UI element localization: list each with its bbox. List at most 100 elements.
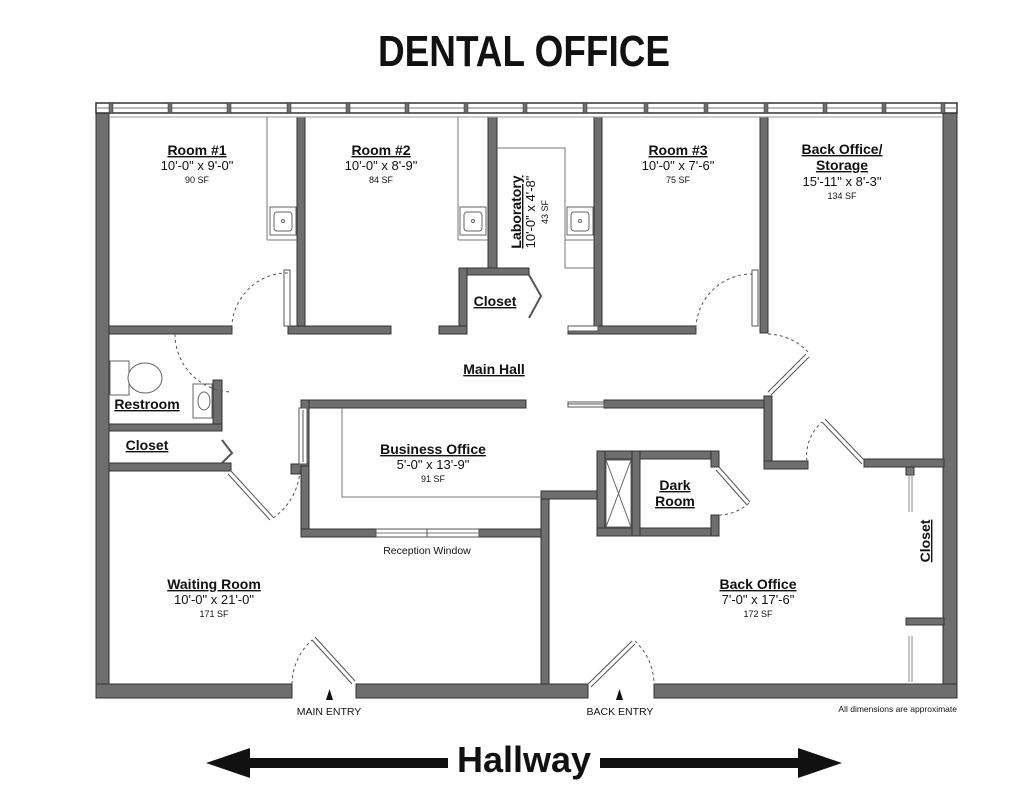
back-entry-label: BACK ENTRY: [587, 706, 654, 718]
wall-darkroom-connector: [540, 490, 606, 500]
wall-lab-room3: [593, 116, 603, 333]
wall-closet-right-left: [905, 466, 915, 476]
wall-closet-right-shelf: [905, 617, 945, 626]
room-labels: Room #1 10'-0" x 9'-0" 90 SF Room #2 10'…: [114, 141, 933, 619]
window-mullion: [763, 102, 769, 114]
sink-room1-icon: [269, 206, 297, 236]
window-mullion: [286, 102, 292, 114]
closet-right-name: Closet: [917, 519, 933, 562]
wall-business-bottom-left: [300, 528, 377, 538]
wall-restroom-bottom: [108, 423, 223, 432]
restroom-name: Restroom: [114, 396, 179, 412]
outer-wall-bottom-right: [653, 683, 958, 699]
window-mullion: [940, 102, 946, 114]
wall-closet-left-bottom: [108, 462, 232, 472]
door-waiting: [227, 465, 301, 521]
outer-wall-bottom-left: [95, 683, 293, 699]
window-mullion: [226, 102, 232, 114]
restroom-sink-icon: [192, 383, 213, 419]
room3-dims: 10'-0" x 7'-6": [642, 158, 715, 173]
room2-name: Room #2: [351, 142, 410, 158]
room2-sf: 84 SF: [369, 175, 394, 185]
waiting-room-dims: 10'-0" x 21'-0": [174, 592, 254, 607]
wall-darkroom-bottom: [596, 527, 720, 537]
door-back-storage: [766, 333, 810, 396]
window-mullion: [881, 102, 887, 114]
restroom-fixtures: [109, 360, 213, 419]
back-storage-dims: 15'-11" x 8'-3": [803, 174, 882, 189]
wall-darkroom-right-upper: [710, 450, 720, 468]
sink-icons: [269, 206, 594, 236]
wall-hall-right-vertical: [763, 395, 773, 469]
walls: [95, 102, 958, 699]
closet-center-name: Closet: [474, 293, 517, 309]
window-mullion: [345, 102, 351, 114]
wall-business-bottom-right: [478, 528, 550, 538]
outer-wall-bottom-middle: [355, 683, 589, 699]
wall-darkroom-top: [596, 450, 720, 460]
casework: [266, 117, 594, 269]
wall-darkroom-left: [596, 450, 606, 537]
business-office-sf: 91 SF: [421, 474, 446, 484]
wall-back-storage-bottom: [863, 458, 945, 468]
wall-back-office-left: [540, 490, 550, 685]
dark-room-name-line1: Dark: [659, 477, 690, 493]
main-hall-name: Main Hall: [463, 361, 524, 377]
door-room1-swing: [174, 333, 233, 393]
hallway-right-arrow-icon: [600, 748, 842, 778]
back-storage-name-line2: Storage: [816, 157, 868, 173]
darkroom-equipment-icon: [605, 459, 632, 528]
disclaimer: All dimensions are approximate: [838, 704, 957, 714]
door-main-entry[interactable]: [291, 636, 356, 685]
outer-wall-left: [95, 102, 110, 699]
reception-window-label: Reception Window: [383, 545, 471, 557]
window-mullion: [703, 102, 709, 114]
door-closet-center: [528, 274, 543, 319]
outer-wall-right: [942, 102, 958, 699]
main-entry-label: MAIN ENTRY: [297, 706, 362, 718]
door-restroom: [221, 439, 234, 464]
window-mullion: [582, 102, 588, 114]
wall-closet-bottom: [438, 325, 468, 335]
wall-restroom-right: [212, 379, 223, 431]
wall-closet-left: [458, 267, 468, 334]
waiting-room-sf: 171 SF: [199, 609, 229, 619]
door-business-side: [298, 407, 308, 465]
toilet-icon: [109, 360, 163, 396]
closet-left-name: Closet: [126, 437, 169, 453]
business-office-name: Business Office: [380, 441, 486, 457]
wall-darkroom-right-lower: [710, 514, 720, 537]
wall-room1-bottom: [108, 325, 233, 335]
wall-room1-room2: [296, 116, 306, 333]
laboratory-dims: 10'-0" x 4'-8": [523, 175, 538, 248]
wall-hall-lower-right: [603, 399, 773, 409]
hallway-arrows: [206, 748, 842, 778]
back-office-dims: 7'-0" x 17'-6": [722, 592, 795, 607]
closet-right-bifold-door: [908, 468, 913, 682]
hallway-label: Hallway: [457, 739, 591, 780]
doors: [174, 269, 866, 688]
entry-arrows: [326, 689, 623, 700]
window-mullion: [108, 102, 114, 114]
back-office-name: Back Office: [719, 576, 796, 592]
sink-room3-icon: [566, 206, 594, 236]
door-back-entry[interactable]: [587, 640, 655, 688]
door-hall-sliding: [567, 325, 605, 408]
door-back-office: [806, 418, 866, 468]
dark-room-name-line2: Room: [655, 493, 695, 509]
window-mullion: [404, 102, 410, 114]
room1-name: Room #1: [167, 142, 226, 158]
wall-room3-backoffice: [759, 116, 769, 334]
window-mullion: [167, 102, 173, 114]
room1-dims: 10'-0" x 9'-0": [161, 158, 234, 173]
window-mullion: [463, 102, 469, 114]
laboratory-sf: 43 SF: [540, 199, 550, 224]
window-mullion: [643, 102, 649, 114]
room3-sf: 75 SF: [666, 175, 691, 185]
business-office-dims: 5'-0" x 13'-9": [397, 457, 470, 472]
door-darkroom: [715, 466, 751, 516]
laboratory-name: Laboratory: [508, 175, 524, 248]
main-entry-arrow-icon: [326, 689, 333, 700]
top-window-band: [95, 102, 958, 118]
